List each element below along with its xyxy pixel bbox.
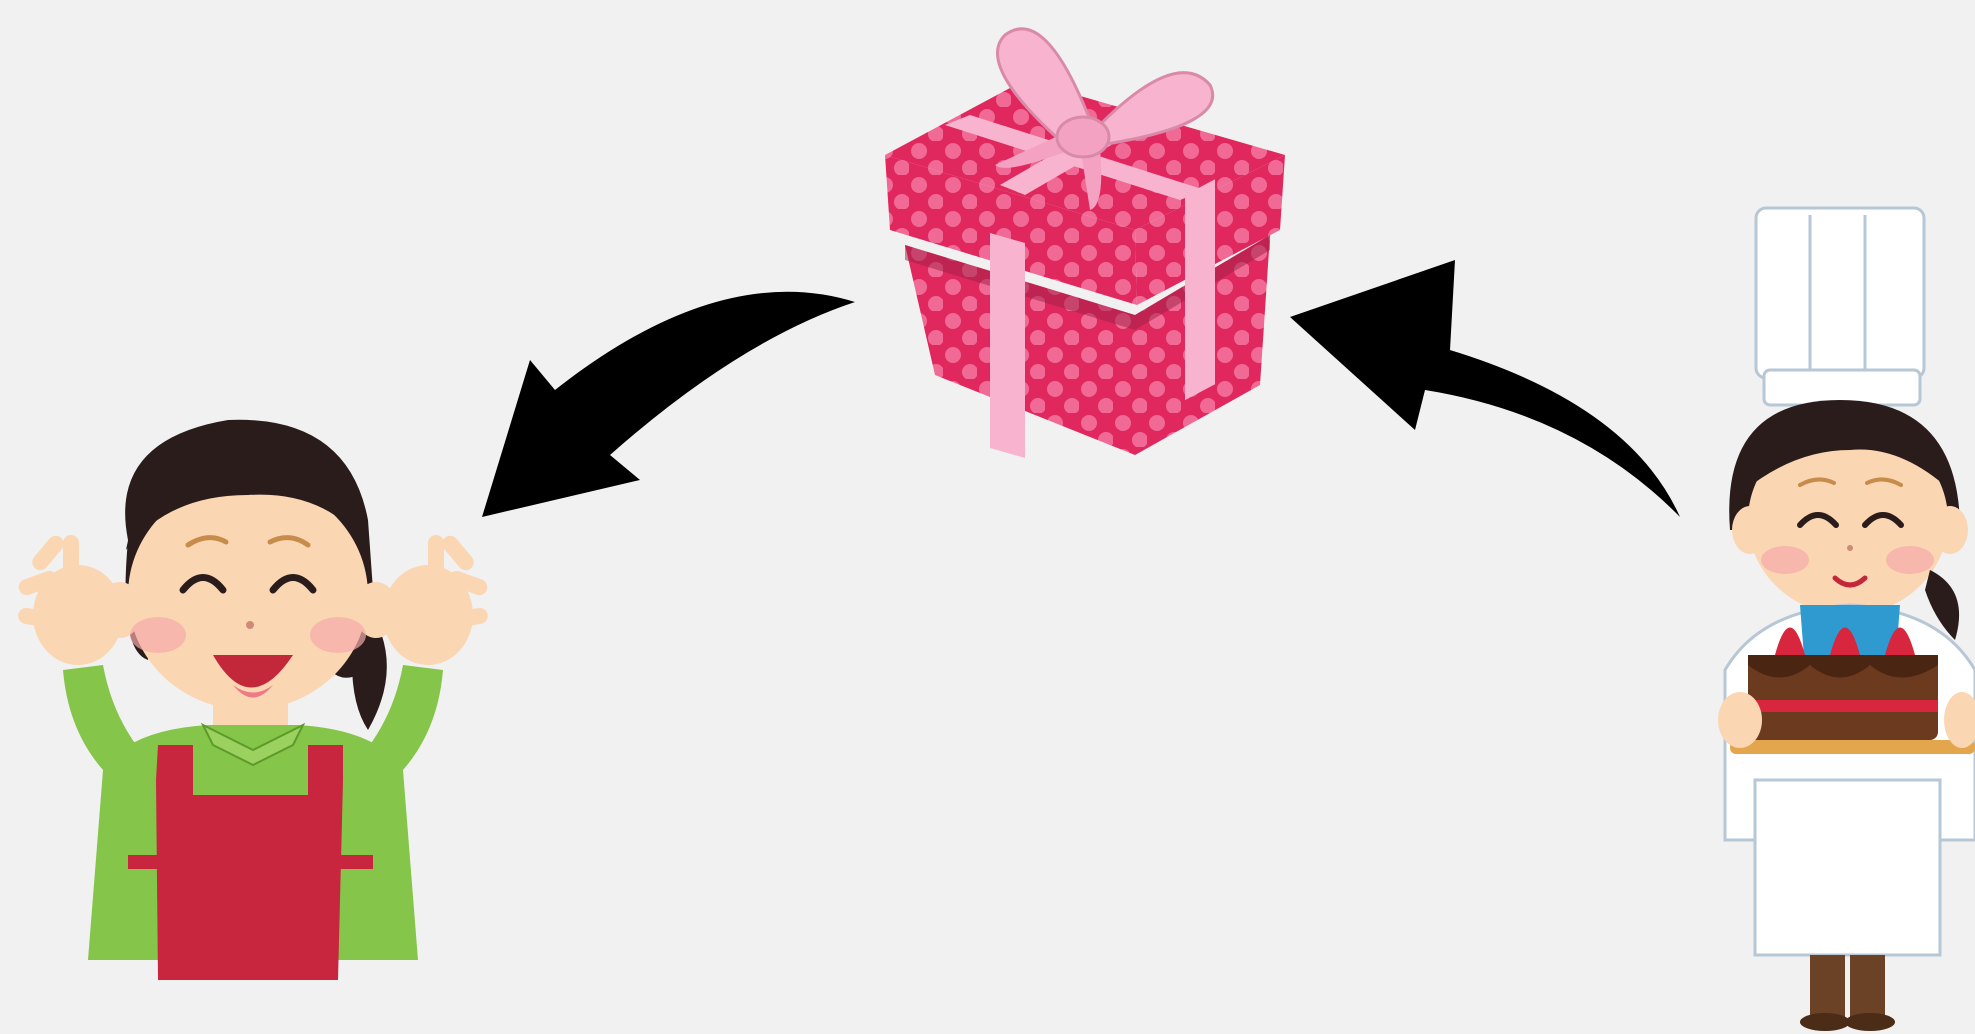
- curved-arrow-icon: [1290, 255, 1690, 520]
- curved-arrow-icon: [470, 280, 870, 530]
- gift-box-icon: [875, 5, 1295, 460]
- happy-woman-in-apron-icon: [8, 400, 518, 1000]
- pastry-chef-with-cake-icon: [1700, 200, 1975, 1034]
